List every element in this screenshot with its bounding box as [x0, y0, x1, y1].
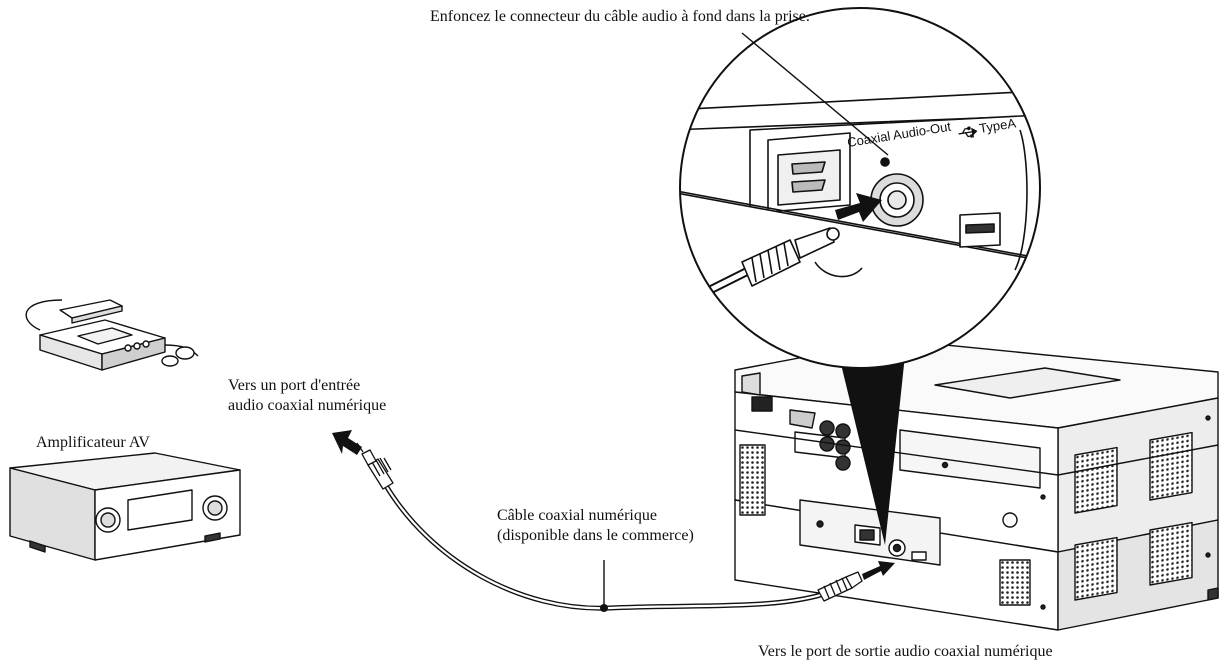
leader-lines	[603, 32, 889, 606]
coaxial-cable	[382, 481, 833, 611]
usb-icon	[958, 126, 978, 138]
usb-type-label: TypeA	[978, 115, 1017, 136]
cable-callout: Câble coaxial numérique (disponible dans…	[497, 506, 694, 546]
amplifier-input-line1: Vers un port d'entrée	[228, 377, 361, 394]
amplifier-input-callout: Vers un port d'entrée audio coaxial numé…	[228, 376, 386, 416]
rca-plug-right	[817, 571, 863, 602]
zoom-detail: Coaxial Audio-Out TypeA	[679, 7, 1041, 369]
arrow-to-output-icon	[862, 561, 895, 580]
rca-plug-left	[356, 442, 394, 490]
av-amplifier-illustration	[9, 452, 241, 561]
projector-unit-illustration	[734, 339, 1219, 631]
cable-line2: (disponible dans le commerce)	[497, 527, 694, 544]
amplifier-input-line2: audio coaxial numérique	[228, 397, 387, 414]
cable-marker	[600, 604, 608, 612]
insert-fully-callout: Enfoncez le connecteur du câble audio à …	[430, 8, 810, 25]
amplifier-label: Amplificateur AV	[36, 434, 150, 451]
insert-arrow-icon	[835, 193, 882, 222]
arrow-to-amplifier-icon	[332, 430, 362, 455]
output-port-callout: Vers le port de sortie audio coaxial num…	[758, 643, 1053, 660]
portable-player-illustration	[25, 299, 199, 371]
cable-line1: Câble coaxial numérique	[497, 507, 657, 524]
zoom-cone	[840, 355, 905, 545]
